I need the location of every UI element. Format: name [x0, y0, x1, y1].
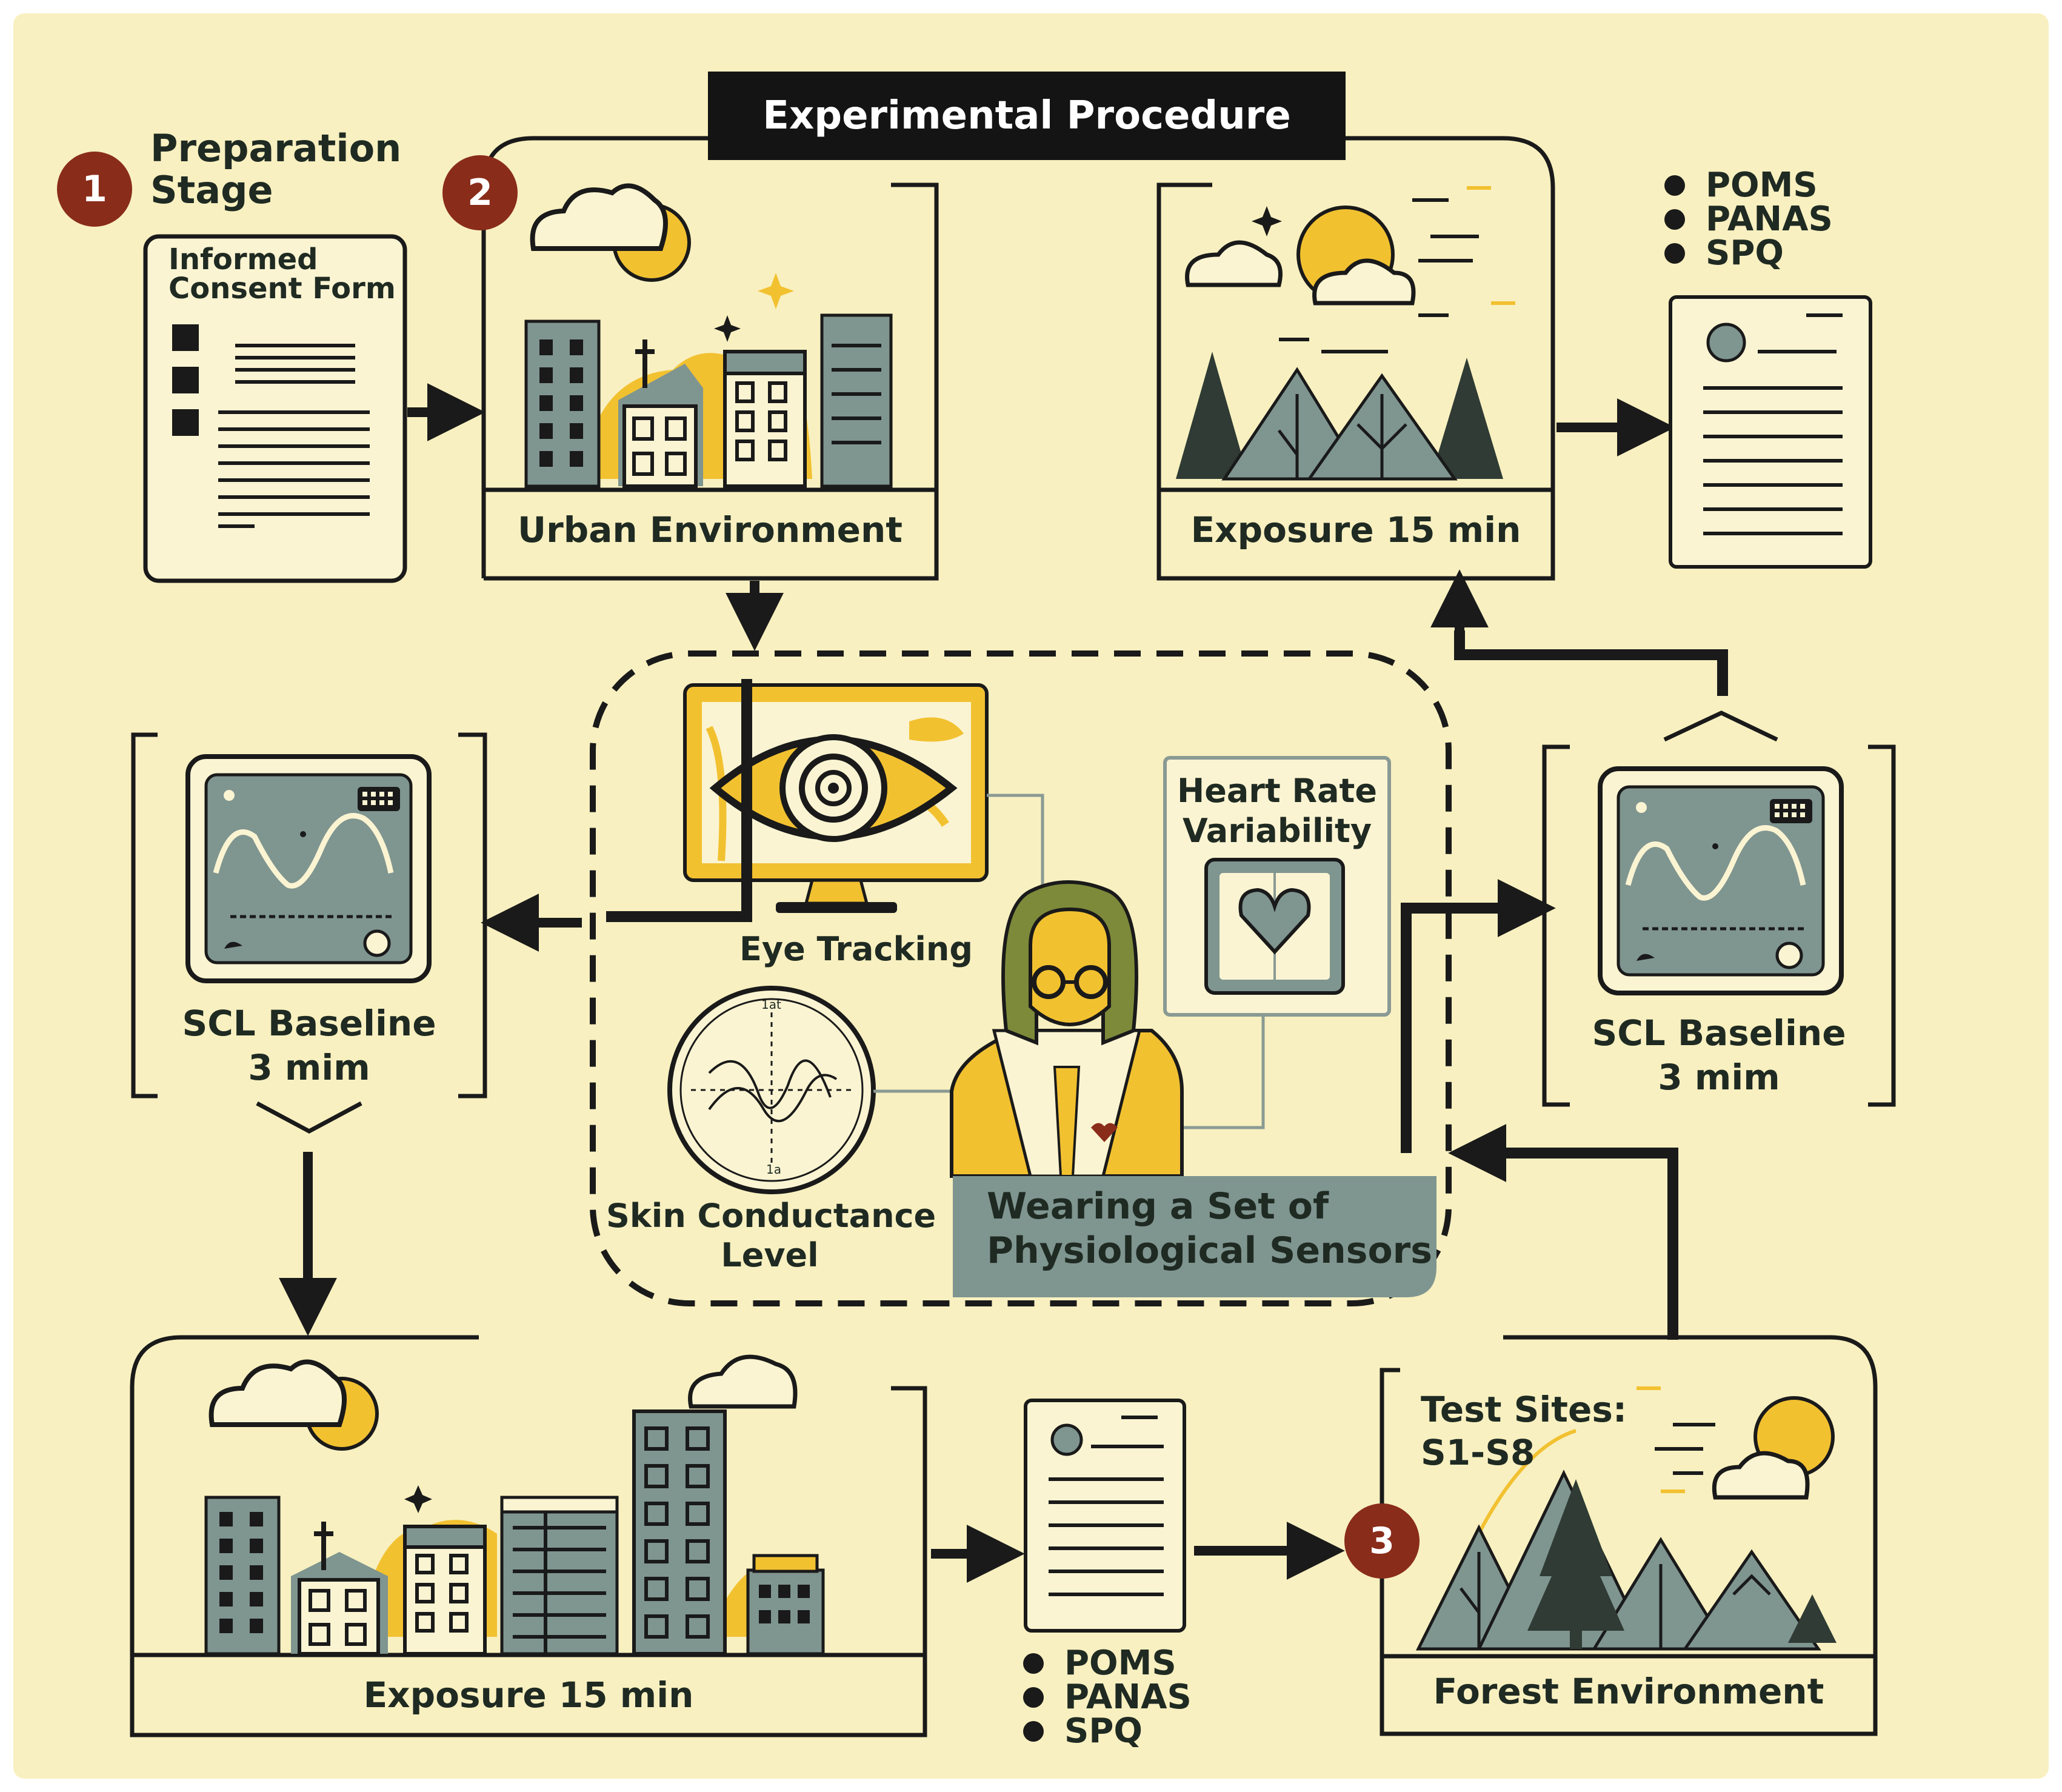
scl-left-line2: 3 mim [248, 1046, 370, 1088]
exposure-top-label: Exposure 15 min [1190, 509, 1521, 550]
questionnaire-bottom-item-poms: POMS [1023, 1647, 1192, 1680]
questionnaire-top-list: POMS PANAS SPQ [1664, 169, 1833, 270]
preparation-heading: Preparation Stage [150, 127, 401, 212]
hrv-panel [1163, 756, 1391, 1017]
sensors-dashed-region [590, 650, 1452, 1306]
step-badge-3: 3 [1344, 1503, 1420, 1579]
consent-form-line2: Consent Form [168, 272, 396, 306]
scl-right-label: SCL Baseline 3 mim [1544, 1011, 1894, 1099]
questionnaire-top-item-panas: PANAS [1664, 202, 1833, 236]
eye-tracking-monitor [683, 683, 989, 913]
questionnaire-top-document [1669, 295, 1872, 569]
scl-left-label: SCL Baseline 3 mim [133, 1001, 485, 1089]
test-sites-label: Test Sites: S1-S8 [1421, 1388, 1627, 1474]
exposure-bottom-label: Exposure 15 min [363, 1674, 694, 1716]
step-badge-2: 2 [442, 155, 518, 230]
scl-right-line2: 3 mim [1658, 1056, 1780, 1098]
preparation-heading-line1: Preparation [150, 126, 402, 170]
exposure-bottom-panel [130, 1335, 927, 1737]
questionnaire-bottom-item-panas: PANAS [1023, 1680, 1192, 1714]
gauge-tick-top: 1at [761, 997, 781, 1012]
skin-conductance-label: Skin Conductance Level [606, 1197, 936, 1275]
gauge-tick-bottom: 1a [766, 1162, 781, 1177]
connector-sensors-to-scl-right [1401, 903, 1533, 1153]
questionnaire-top-item-spq: SPQ [1664, 236, 1833, 270]
test-sites-line1: Test Sites: [1421, 1389, 1627, 1430]
consent-form-line1: Informed [168, 242, 318, 276]
connector-eye-tracking [606, 679, 752, 922]
diagram-title: Experimental Procedure [708, 72, 1346, 160]
scl-left-line1: SCL Baseline [182, 1003, 436, 1044]
wearing-sensors-label: Wearing a Set of Physiological Sensors [987, 1185, 1432, 1273]
hrv-line1: Heart Rate [1177, 772, 1377, 810]
hrv-label: Heart Rate Variability [1165, 771, 1389, 851]
wearing-sensors-box [953, 1176, 1436, 1297]
skin-conductance-line2: Level [721, 1235, 819, 1274]
eye-tracking-label: Eye Tracking [739, 930, 973, 968]
wearing-sensors-line1: Wearing a Set of [987, 1185, 1329, 1228]
questionnaire-bottom-item-spq: SPQ [1023, 1714, 1192, 1748]
consent-form-label: Informed Consent Form [168, 245, 396, 303]
questionnaire-bottom-document [1024, 1399, 1186, 1633]
urban-environment-panel [481, 136, 939, 581]
forest-environment-label: Forest Environment [1433, 1671, 1824, 1712]
questionnaire-bottom-list: POMS PANAS SPQ [1023, 1647, 1192, 1748]
preparation-heading-line2: Stage [150, 168, 273, 213]
consent-form-document [143, 234, 407, 583]
scl-right-line1: SCL Baseline [1592, 1012, 1846, 1054]
scl-right-panel [1542, 710, 1896, 1107]
questionnaire-top-item-poms: POMS [1664, 169, 1833, 202]
forest-environment-panel [1380, 1335, 1878, 1736]
test-sites-line2: S1-S8 [1421, 1431, 1535, 1473]
wearing-sensors-line2: Physiological Sensors [987, 1229, 1432, 1272]
skin-conductance-line1: Skin Conductance [606, 1197, 936, 1235]
urban-environment-label: Urban Environment [518, 509, 903, 550]
connector-forest-to-sensors [1479, 1148, 1678, 1340]
exposure-top-panel [1156, 136, 1555, 581]
skin-conductance-gauge [667, 986, 876, 1194]
hrv-line2: Variability [1182, 811, 1372, 850]
person-figure [950, 880, 1184, 1178]
scl-left-panel [131, 732, 487, 1134]
step-badge-1: 1 [57, 152, 132, 227]
